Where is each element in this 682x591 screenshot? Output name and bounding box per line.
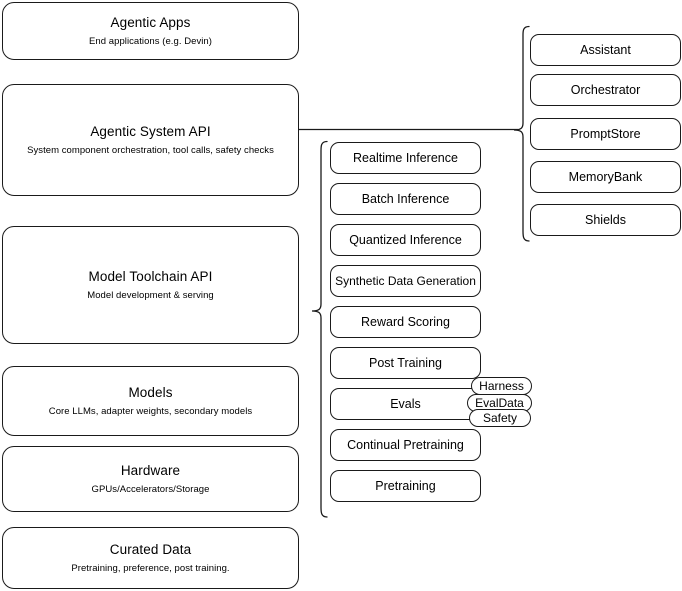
evals-subcomponent-safety[interactable]: Safety — [469, 409, 531, 427]
layer-title: Hardware — [120, 462, 181, 478]
brace-toolchain-components — [308, 140, 328, 520]
layer-title: Agentic Apps — [110, 14, 191, 30]
layer-agentic-apps[interactable]: Agentic Apps End applications (e.g. Devi… — [2, 2, 299, 60]
component-label: Post Training — [369, 356, 442, 370]
component-promptstore[interactable]: PromptStore — [530, 118, 681, 150]
layer-subtitle: Core LLMs, adapter weights, secondary mo… — [48, 405, 253, 417]
connector-agentic-system-api-line — [299, 126, 519, 134]
component-label: Shields — [585, 213, 626, 227]
component-label: MemoryBank — [568, 170, 643, 184]
layer-subtitle: GPUs/Accelerators/Storage — [91, 483, 210, 495]
evals-subcomponent-label: EvalData — [475, 396, 524, 410]
component-label: Evals — [390, 397, 421, 411]
component-label: Quantized Inference — [349, 233, 462, 247]
component-shields[interactable]: Shields — [530, 204, 681, 236]
component-assistant[interactable]: Assistant — [530, 34, 681, 66]
component-memorybank[interactable]: MemoryBank — [530, 161, 681, 193]
layer-title: Models — [128, 384, 173, 400]
layer-curated-data[interactable]: Curated Data Pretraining, preference, po… — [2, 527, 299, 589]
component-label: Batch Inference — [361, 192, 450, 206]
layer-models[interactable]: Models Core LLMs, adapter weights, secon… — [2, 366, 299, 436]
brace-system-components — [513, 25, 531, 243]
layer-agentic-system-api[interactable]: Agentic System API System component orch… — [2, 84, 299, 196]
layer-title: Curated Data — [109, 541, 192, 557]
component-label: Assistant — [580, 43, 631, 57]
component-label: Reward Scoring — [361, 315, 450, 329]
component-evals[interactable]: Evals — [330, 388, 481, 420]
evals-subcomponent-label: Safety — [482, 411, 518, 425]
layer-subtitle: Model development & serving — [87, 289, 214, 301]
layer-title: Agentic System API — [90, 123, 211, 139]
evals-subcomponent-harness[interactable]: Harness — [471, 377, 532, 395]
component-orchestrator[interactable]: Orchestrator — [530, 74, 681, 106]
component-post-training[interactable]: Post Training — [330, 347, 481, 379]
layer-subtitle: End applications (e.g. Devin) — [89, 35, 212, 47]
component-realtime-inference[interactable]: Realtime Inference — [330, 142, 481, 174]
layer-model-toolchain-api[interactable]: Model Toolchain API Model development & … — [2, 226, 299, 344]
component-pretraining[interactable]: Pretraining — [330, 470, 481, 502]
component-label: Pretraining — [375, 479, 436, 493]
component-synthetic-data-generation[interactable]: Synthetic Data Generation — [330, 265, 481, 297]
layer-hardware[interactable]: Hardware GPUs/Accelerators/Storage — [2, 446, 299, 512]
component-label: Continual Pretraining — [347, 438, 464, 452]
component-reward-scoring[interactable]: Reward Scoring — [330, 306, 481, 338]
component-label: Orchestrator — [570, 83, 641, 97]
component-label: PromptStore — [570, 127, 641, 141]
component-label: Realtime Inference — [353, 151, 458, 165]
layer-subtitle: Pretraining, preference, post training. — [71, 562, 230, 574]
layer-title: Model Toolchain API — [88, 268, 213, 284]
evals-subcomponent-label: Harness — [479, 379, 524, 393]
component-continual-pretraining[interactable]: Continual Pretraining — [330, 429, 481, 461]
component-label: Synthetic Data Generation — [335, 274, 476, 288]
layer-subtitle: System component orchestration, tool cal… — [27, 144, 274, 156]
component-quantized-inference[interactable]: Quantized Inference — [330, 224, 481, 256]
component-batch-inference[interactable]: Batch Inference — [330, 183, 481, 215]
